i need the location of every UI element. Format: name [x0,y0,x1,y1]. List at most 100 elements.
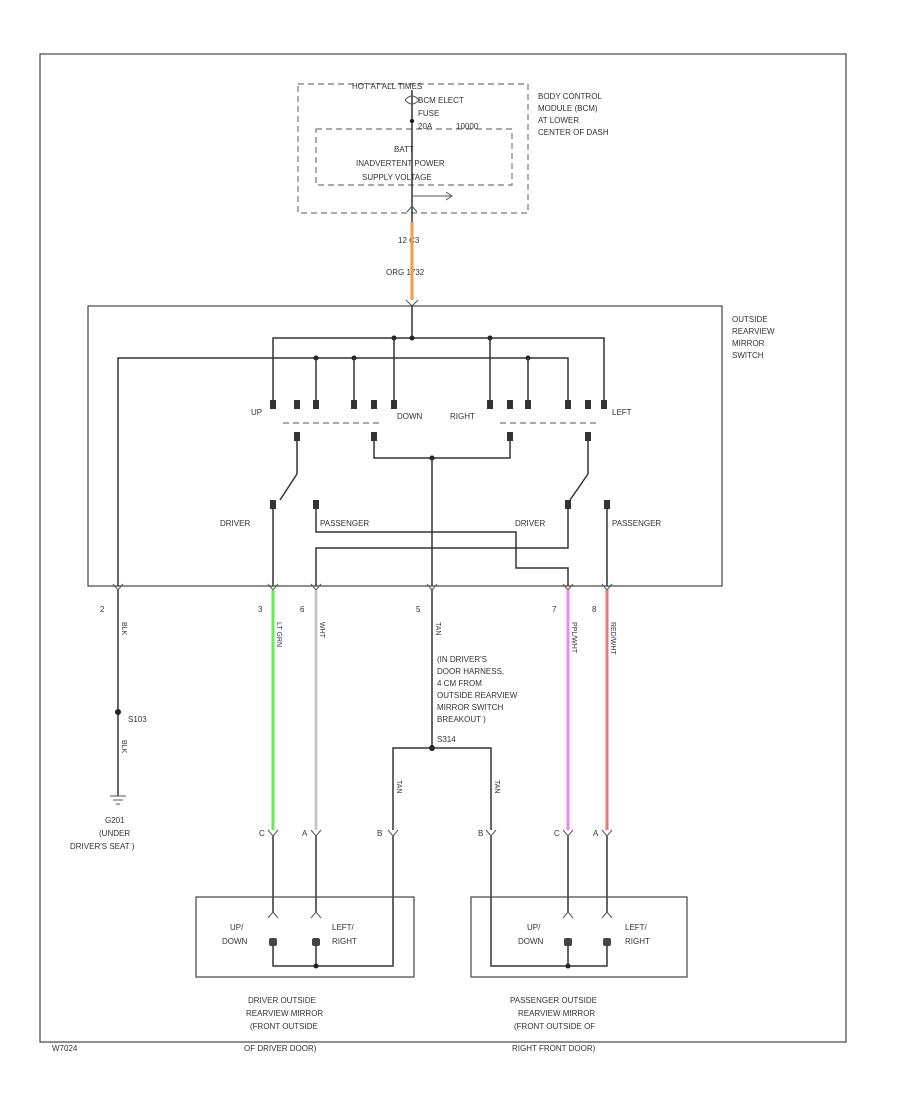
fuse-icon [404,95,420,105]
ground-splice-dot [115,709,121,715]
selector-blade-left [279,473,298,501]
passenger-mirror-caption-2: REARVIEW MIRROR [518,1009,595,1018]
switch-name-4: SWITCH [732,351,764,360]
wire-label-7: PPL/WHT [570,622,577,654]
bcm-wire-label: ORG 1732 [386,268,425,277]
branch-wire-right: TAN [493,780,500,793]
splice-note-6: BREAKOUT ) [437,715,486,724]
splice-note-2: DOOR HARNESS, [437,667,504,676]
bcm-inner-arrow [412,191,453,201]
splice-note-1: (IN DRIVER'S [437,655,487,664]
pin-6: 6 [300,605,305,614]
wire-label-6: WHT [318,622,325,639]
mirror-motor-icons [269,938,611,946]
label-right: RIGHT [450,412,475,421]
passenger-mirror-caption-3: (FRONT OUTSIDE OF [514,1022,595,1031]
pin-3: 3 [258,605,263,614]
splice-note-3: 4 CM FROM [437,679,482,688]
fuse-label-2: FUSE [418,109,439,118]
passenger-updown-1: UP/ [527,923,541,932]
label-driver-left: DRIVER [220,519,250,528]
bcm-location-1: BODY CONTROL [538,92,602,101]
passenger-mirror-caption-1: PASSENGER OUTSIDE [510,996,597,1005]
ground-label-2: (UNDER [99,829,130,838]
fuse-dot [409,118,415,124]
bcm-pin-label: 12 C3 [398,236,420,245]
tan-branch-right [432,747,492,830]
label-passenger-right: PASSENGER [612,519,661,528]
driver-leftright-2: RIGHT [332,937,357,946]
bcm-location-3: AT LOWER [538,116,579,125]
bcm-outline [297,83,529,214]
passenger-leftright-1: LEFT/ [625,923,648,932]
driver-common-lead [272,836,394,967]
wire-label-8: RED/WHT [609,622,616,655]
driver-conn-b: B [377,829,382,838]
bcm-inner-1: BATT [394,145,414,154]
switch-contacts [270,400,607,409]
switch-name-2: REARVIEW [732,327,775,336]
label-driver-right: DRIVER [515,519,545,528]
bcm-location-2: MODULE (BCM) [538,104,598,113]
label-passenger-left: PASSENGER [320,519,369,528]
bcm-inner-3: SUPPLY VOLTAGE [362,173,432,182]
bcm-location-4: CENTER OF DASH [538,128,609,137]
pin-5: 5 [416,605,421,614]
driver-mirror-caption-4: OF DRIVER DOOR) [244,1044,317,1053]
bcm-inner-outline [315,128,513,186]
passenger-updown-2: DOWN [518,937,544,946]
driver-conn-c: C [259,829,265,838]
bcm-connector-icon [406,205,418,213]
footer-code: W7024 [52,1044,78,1053]
junction-dot [409,335,415,341]
bcm-inner-2: INADVERTENT POWER [356,159,445,168]
internal-bus-ground [117,357,569,586]
driver-mirror-caption-2: REARVIEW MIRROR [246,1009,323,1018]
ground-label-1: G201 [105,816,125,825]
selector-blade-right [569,473,589,501]
ground-wire-label: BLK [120,740,127,754]
pin-8: 8 [592,605,597,614]
driver-updown-2: DOWN [222,937,248,946]
driver-leftright-1: LEFT/ [332,923,355,932]
switch-lower-contacts [294,432,591,441]
wire-label-3: LT GRN [275,622,282,647]
selector-out-driver-right [315,509,569,586]
driver-mirror-caption-3: (FRONT OUTSIDE [250,1022,318,1031]
splice-note-4: OUTSIDE REARVIEW [437,691,518,700]
switch-name-3: MIRROR [732,339,765,348]
passenger-conn-b: B [478,829,483,838]
diagram-frame [39,53,847,1043]
passenger-mirror-outline [470,896,688,978]
label-down: DOWN [397,412,423,421]
passenger-conn-a: A [593,829,599,838]
common-return [373,436,511,459]
passenger-common-dot [565,963,571,969]
switch-top-connector-icon [405,299,419,307]
splice-note-5: MIRROR SWITCH [437,703,503,712]
pin-2: 2 [100,605,105,614]
switch-name-1: OUTSIDE [732,315,768,324]
passenger-mirror-caption-4: RIGHT FRONT DOOR) [512,1044,596,1053]
fuse-note: 10000 [456,122,479,131]
switch-pin-connectors [112,583,613,591]
tan-branch-left [392,747,432,830]
bcm-header: HOT AT ALL TIMES [352,82,422,91]
ground-splice-label: S103 [128,715,147,724]
splice-note-7: S314 [437,735,456,744]
fuse-label-1: BCM ELECT [418,96,464,105]
mirror-terminal-icons [267,911,613,919]
selector-contacts [270,500,610,509]
driver-conn-a: A [302,829,308,838]
passenger-common-lead [490,836,608,967]
fuse-label-3: 20A [418,122,433,131]
branch-wire-left: TAN [395,780,402,793]
driver-mirror-outline [195,896,415,978]
passenger-leftright-2: RIGHT [625,937,650,946]
label-left: LEFT [612,408,632,417]
ground-symbol-icon [110,795,126,805]
selector-out-passenger-left [315,509,569,586]
wire-label-5: TAN [434,622,441,635]
label-up: UP [251,408,262,417]
